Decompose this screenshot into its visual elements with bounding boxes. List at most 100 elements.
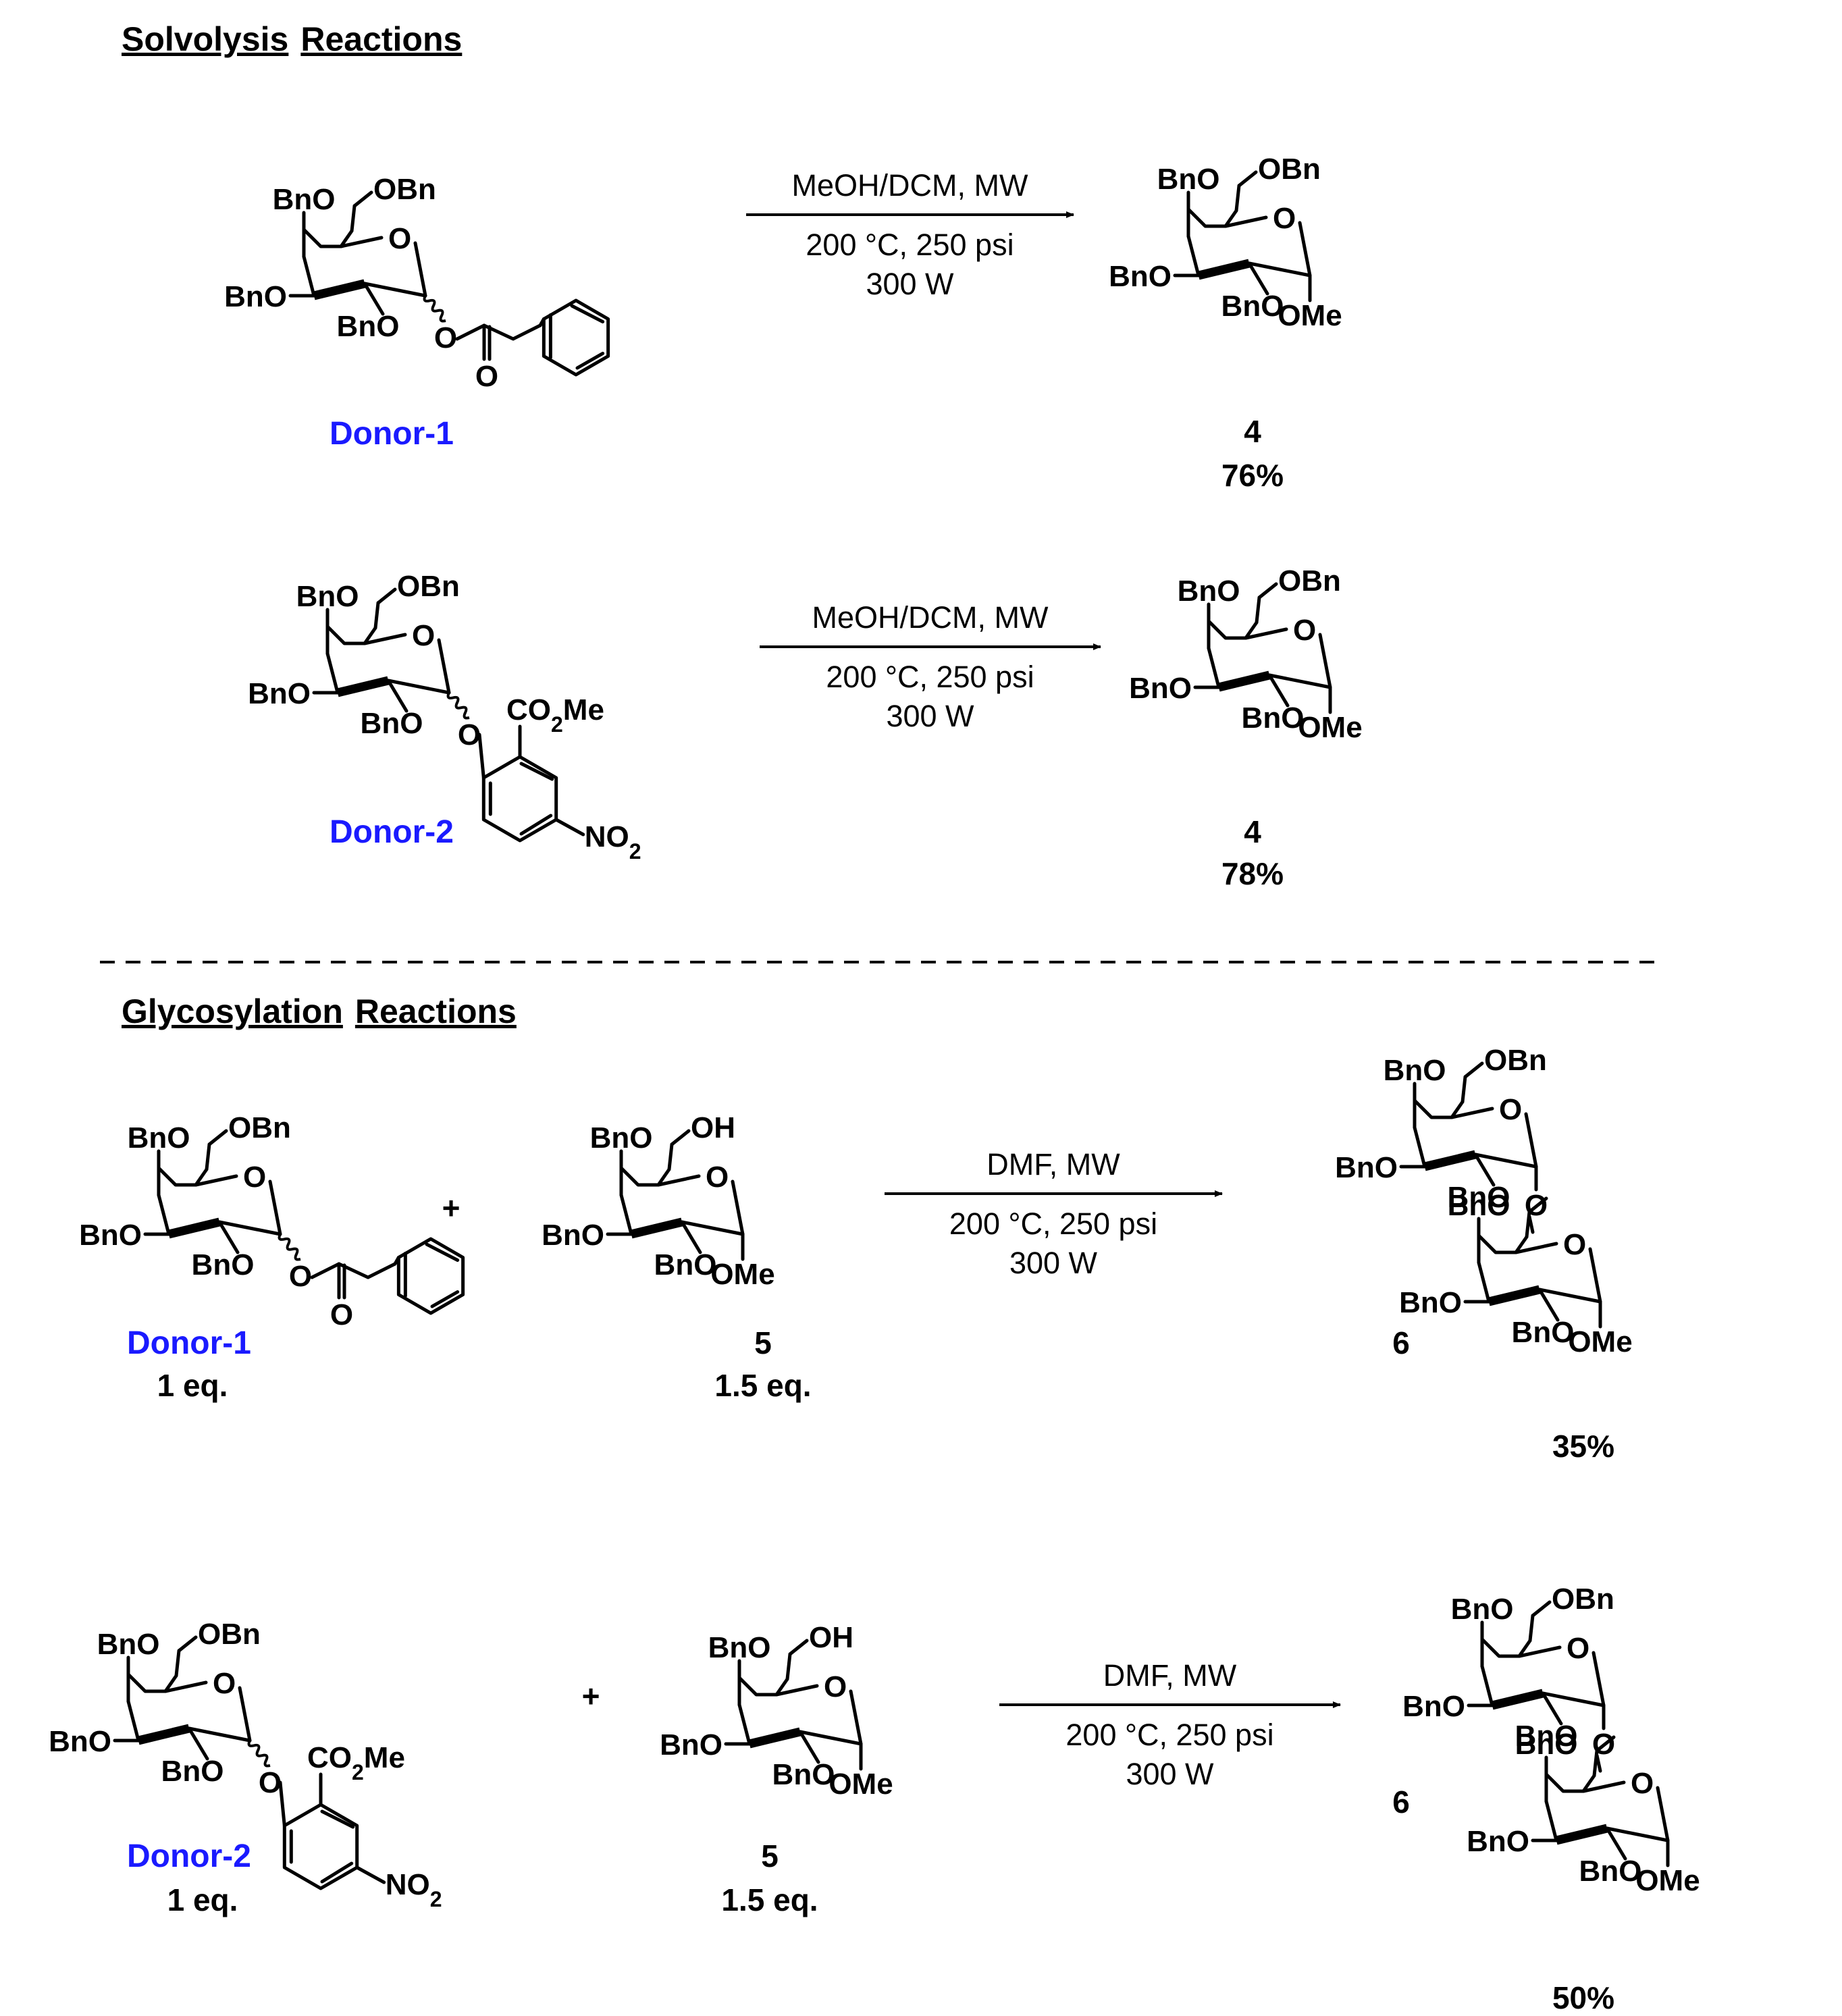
r3-product-u2-o4-label: BnO (1448, 1189, 1510, 1222)
r4-product-u1-ring-bond-o6 (1531, 1600, 1552, 1618)
r4-product-u1-o4-label: BnO (1451, 1593, 1514, 1626)
r1-donor-ring-top (302, 228, 354, 259)
r4-product-u2-o4-label: BnO (1515, 1728, 1578, 1761)
r2-donor-aryl-o-label: O (458, 718, 481, 751)
r3-acceptor-ring-bond-c4-c3 (619, 1193, 633, 1236)
r2-product-o6-label: OBn (1278, 564, 1341, 598)
r3-acceptor-ring-bond-c2-c1 (680, 1220, 745, 1236)
r4-donor-o6-label: OBn (198, 1618, 261, 1651)
r2-donor-no2-no: NO (585, 820, 629, 853)
r3-donor-ring-bond-c6 (205, 1142, 211, 1171)
r2-donor-ring-bond-o-c1 (437, 638, 451, 695)
r4-donor-ring-o-label: O (213, 1667, 236, 1700)
section-title-word2: Reactions (355, 992, 517, 1030)
r4-acceptor-ring-bond-o-c1 (849, 1689, 863, 1746)
r3-acceptor-ring-bond-c6 (667, 1142, 674, 1171)
r4-acceptor-ring-bond-c3-c2-wedge (748, 1727, 801, 1749)
r2-donor-co2me-co: CO (506, 693, 551, 726)
r4-product-u2-ring-bond-c2-c1 (1605, 1826, 1670, 1842)
r3-yield: 35% (1552, 1429, 1614, 1464)
r3-product-u1-ring-bond-c5-o (1450, 1107, 1494, 1119)
r4-acceptor-ring-bond-c4-c3 (737, 1703, 752, 1746)
r2-product-o2-label: BnO (1242, 701, 1305, 735)
r2-donor-ring-bond-c5-o (363, 633, 407, 645)
r3-acceptor-o4-label: BnO (590, 1121, 653, 1155)
r1-donor-o6-label: OBn (373, 173, 436, 206)
r3-donor-ring-bond-c3-c2-wedge (167, 1217, 221, 1239)
r3-acceptor-equiv: 1.5 eq. (714, 1368, 811, 1403)
r3-acceptor-o3-label: BnO (542, 1219, 604, 1252)
r4-product-u1-ring-bond-c4-c3 (1480, 1664, 1494, 1707)
r3-conditions-cond-line3: 300 W (1009, 1246, 1098, 1280)
r3-donor-ring-top (157, 1166, 209, 1197)
r2-donor-o3-label: BnO (248, 677, 311, 710)
r4-product-u1-o2-label: BnO (1515, 1720, 1578, 1753)
r4-product-u2-ring-bond-c4-c3 (1544, 1799, 1558, 1842)
r2-donor-co2me-me: Me (563, 693, 604, 726)
r4-acceptor-ring-bond-o6 (788, 1639, 809, 1656)
r3-acceptor-ring-o-label: O (706, 1161, 729, 1194)
r2-donor-nitro-bond (554, 818, 585, 837)
r3-donor-o2-label: BnO (192, 1248, 255, 1281)
r3-acceptor-o6-label: OH (691, 1111, 735, 1144)
r3-plus: + (442, 1190, 460, 1225)
r4-donor-ring-bond-c6 (174, 1649, 181, 1678)
r3-donor-anomeric-wavy (278, 1234, 301, 1261)
r1-donor-o3-label: BnO (224, 280, 287, 313)
r3-acceptor-ring-top (619, 1166, 671, 1197)
r2-conditions-cond-line2: 200 °C, 250 psi (826, 660, 1034, 694)
r3-product-u1-o3-label: BnO (1335, 1151, 1398, 1184)
r1-donor-ester-o-label: O (434, 321, 457, 354)
r2-donor-ring-top (325, 625, 377, 656)
r4-donor-o2-label: BnO (161, 1755, 224, 1788)
r1-product-ring-bond-c2-c1 (1247, 261, 1312, 277)
r3-donor-phenyl-db1 (425, 1242, 460, 1262)
r2-product-o3-label: BnO (1129, 672, 1192, 705)
r3-donor-phenyl-db2 (430, 1290, 460, 1308)
r4-product-u1-ring-bond-c2-o2 (1541, 1691, 1563, 1726)
r4-donor-ring-bond-c3-c2-wedge (137, 1724, 190, 1745)
r1-donor-ester-chain (455, 323, 542, 341)
r4-acceptor-ring-top (737, 1676, 789, 1707)
r4-donor-nitro-bond (355, 1865, 386, 1884)
r2-donor-ring-o-label: O (412, 619, 435, 652)
r1-donor-phenyl-db1 (570, 304, 605, 323)
r3-product-number: 6 (1392, 1325, 1410, 1360)
r4-product-u2-ring-top (1544, 1772, 1596, 1803)
r2-product-ring-bond-o6 (1257, 582, 1278, 600)
r2-donor-o6-label: OBn (397, 570, 460, 603)
r3-acceptor-ring-bond-o6 (670, 1129, 691, 1146)
r1-product-ring-o-label: O (1273, 202, 1296, 235)
r2-product-number: 4 (1244, 814, 1261, 849)
r4-acceptor-o2-label: BnO (772, 1758, 835, 1791)
r2-yield: 78% (1221, 856, 1284, 891)
r3-donor-ring-bond-o-c1 (268, 1179, 282, 1236)
r2-product-ring-bond-c2-o2 (1267, 673, 1290, 708)
r4-acceptor-o4-label: BnO (708, 1631, 771, 1664)
r1-product-ring-bond-c4-c3 (1186, 234, 1201, 277)
r4-donor-ring-bond-c2-c1 (187, 1726, 252, 1743)
r4-acceptor-o3-label: BnO (660, 1728, 722, 1761)
r1-yield: 76% (1221, 458, 1284, 493)
r3-product-u2-o3-label: BnO (1399, 1286, 1462, 1319)
r3-donor-ring-bond-c4-c3 (157, 1193, 171, 1236)
r3-product-u1-o2-label: BnO (1448, 1181, 1510, 1214)
r2-donor-aryl-db2 (519, 814, 553, 836)
r3-product-u1-ring-bond-o6 (1463, 1061, 1484, 1079)
r3-product-u1-ring-bond-c3-c2-wedge (1423, 1150, 1477, 1171)
r2-product-ring-bond-o-c1 (1318, 633, 1332, 689)
r1-product-ring-bond-c6 (1234, 184, 1241, 213)
r2-donor-aryl-db3 (519, 762, 554, 781)
r3-acceptor-ring-bond-o-c1 (731, 1179, 745, 1236)
section-title-word1: Solvolysis (122, 20, 288, 58)
r1-donor-name: Donor-1 (330, 416, 454, 452)
r2-product-o4-label: BnO (1178, 575, 1240, 608)
